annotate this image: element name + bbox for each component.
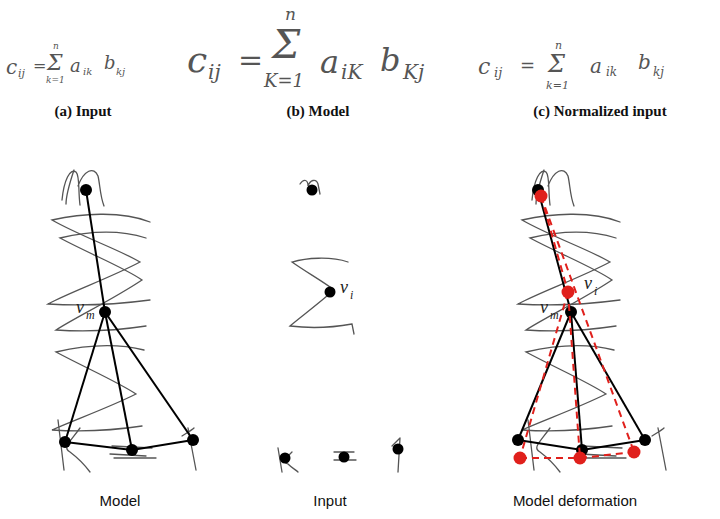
formula-part: c <box>6 57 17 77</box>
formula-part: kj <box>116 67 125 77</box>
subfigure-caption: (a) Input <box>54 104 111 119</box>
formula-part: a <box>70 57 81 75</box>
formula-part: ij <box>208 62 221 82</box>
formula-part: a <box>590 56 602 76</box>
formula-part: a <box>320 46 339 78</box>
vertex-label-subscript: m <box>550 309 559 321</box>
formula-part: Σ <box>548 52 565 76</box>
formula-part: Σ <box>272 24 300 64</box>
formula-part: iK <box>341 62 362 82</box>
formula-part: n <box>53 42 59 51</box>
formula-part: b <box>104 54 116 72</box>
formula-part: n <box>555 40 562 51</box>
formula-part: ij <box>18 68 25 79</box>
subfigure-caption: (c) Normalized input <box>533 104 666 119</box>
vertex-label: v <box>76 298 84 316</box>
formula-part: K=1 <box>264 72 304 90</box>
formula-part: n <box>285 6 296 23</box>
vertex-label-subscript: m <box>86 309 95 321</box>
formula-part: ik <box>606 66 617 78</box>
panel-caption: Model <box>100 493 141 508</box>
formula-part: Σ <box>47 52 63 74</box>
formula-part: k=1 <box>546 80 569 91</box>
formula-part: b <box>638 52 651 72</box>
formula-part: kj <box>653 66 664 78</box>
formula-part: Kj <box>403 62 424 82</box>
panel-caption: Input <box>313 493 346 508</box>
formula-part: ij <box>494 66 502 79</box>
formula-part: b <box>380 44 400 76</box>
formula-part: = <box>238 45 263 75</box>
formula-part: c <box>478 56 490 78</box>
subfigure-caption: (b) Model <box>287 104 350 119</box>
vertex-label-subscript: i <box>350 289 353 301</box>
formula-part: = <box>520 57 535 75</box>
vertex-label: v <box>584 274 592 292</box>
vertex-label: v <box>540 298 548 316</box>
formula-part: k=1 <box>46 76 65 85</box>
formula-part: = <box>33 58 46 74</box>
formula-part: ik <box>83 67 92 77</box>
vertex-label-subscript: i <box>594 285 597 297</box>
vertex-label: v <box>340 278 348 296</box>
panel-caption: Model deformation <box>513 493 637 508</box>
formula-part: c <box>187 42 207 78</box>
